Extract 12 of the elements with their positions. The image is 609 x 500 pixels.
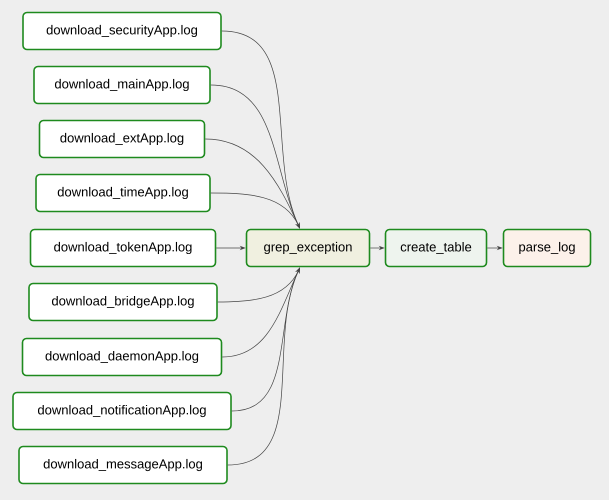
task-box: parse_log: [502, 228, 592, 268]
task-box: download_daemonApp.log: [22, 338, 222, 376]
task-box: download_timeApp.log: [35, 174, 211, 212]
task-box: download_tokenApp.log: [30, 228, 216, 268]
task-box: download_mainApp.log: [33, 66, 211, 104]
task-box: download_messageApp.log: [18, 446, 228, 484]
task-box: download_extApp.log: [38, 120, 206, 158]
task-box: download_bridgeApp.log: [28, 282, 218, 322]
task-box: grep_exception: [246, 228, 370, 268]
task-box: create_table: [384, 228, 488, 268]
task-box: download_securityApp.log: [22, 12, 222, 50]
task-box: download_notificationApp.log: [12, 392, 232, 430]
